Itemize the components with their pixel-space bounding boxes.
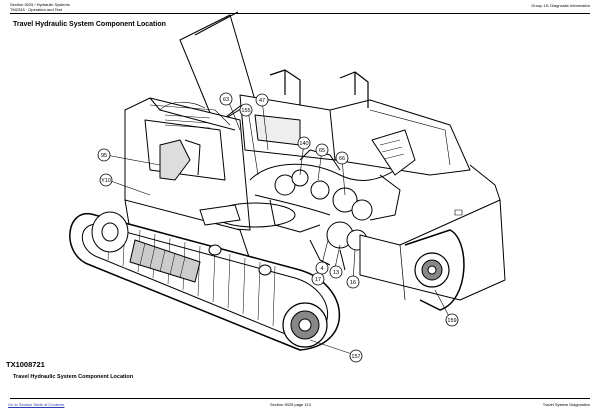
svg-text:95: 95 [101,153,107,159]
callout-140: 140 [297,136,311,150]
svg-text:66: 66 [339,156,345,162]
callout-157: 157 [349,349,363,363]
callout-17: 17 [311,272,325,286]
header-rule [10,13,590,14]
callout-13: 13 [329,265,343,279]
figure-id: TX1008721 [5,360,46,369]
callout-47: 47 [255,93,269,107]
callout-4: 4 [315,261,329,275]
page-title: Travel Hydraulic System Component Locati… [13,21,166,28]
svg-text:47: 47 [259,98,265,104]
callout-y10: Y10 [99,173,113,187]
toc-link[interactable]: Go to Section Table of Contents [8,402,65,407]
callout-95: 95 [97,148,111,162]
hydraulic-cluster-drawing [249,129,416,271]
svg-text:157: 157 [351,354,360,360]
callout-bubbles: 63 47 155 140 65 66 95 Y10 4 13 17 16 15… [97,92,459,363]
header-group: Group 15: Diagnostic Information [531,3,590,8]
left-track-drawing [69,211,341,351]
svg-text:4: 4 [320,266,323,272]
callout-leaders [105,99,451,356]
svg-text:13: 13 [333,270,339,276]
header-section: Section 9025 / Hydraulic Systems [10,2,70,7]
page-number: Section 9025 page 113 [270,402,311,407]
footer-rule [10,398,590,399]
svg-text:140: 140 [299,141,308,147]
callout-65: 65 [315,143,329,157]
svg-text:17: 17 [315,277,321,283]
right-track-drawing [404,229,465,311]
counterweight-drawing [359,164,506,301]
figure-caption: Travel Hydraulic System Component Locati… [13,374,134,380]
cab-drawing [124,97,251,231]
svg-text:16: 16 [350,280,356,286]
callout-16: 16 [346,275,360,289]
callout-155: 155 [239,103,253,117]
svg-text:65: 65 [319,148,325,154]
callout-159: 159 [445,313,459,327]
header-manual: TM2345 · Operation and Test [10,6,62,12]
upper-housing-drawing [239,94,471,176]
page-header: Section 9025 / Hydraulic Systems TM2345 … [10,2,590,12]
header-left: Section 9025 / Hydraulic Systems TM2345 … [10,2,70,12]
svg-text:63: 63 [223,97,229,103]
guardrail-drawing [269,69,369,108]
svg-text:Y10: Y10 [101,178,111,184]
footer-section-name: Travel System Diagnostics [542,402,590,407]
svg-text:155: 155 [241,108,250,114]
svg-text:159: 159 [447,318,456,324]
callout-66: 66 [335,151,349,165]
callout-63: 63 [219,92,233,106]
